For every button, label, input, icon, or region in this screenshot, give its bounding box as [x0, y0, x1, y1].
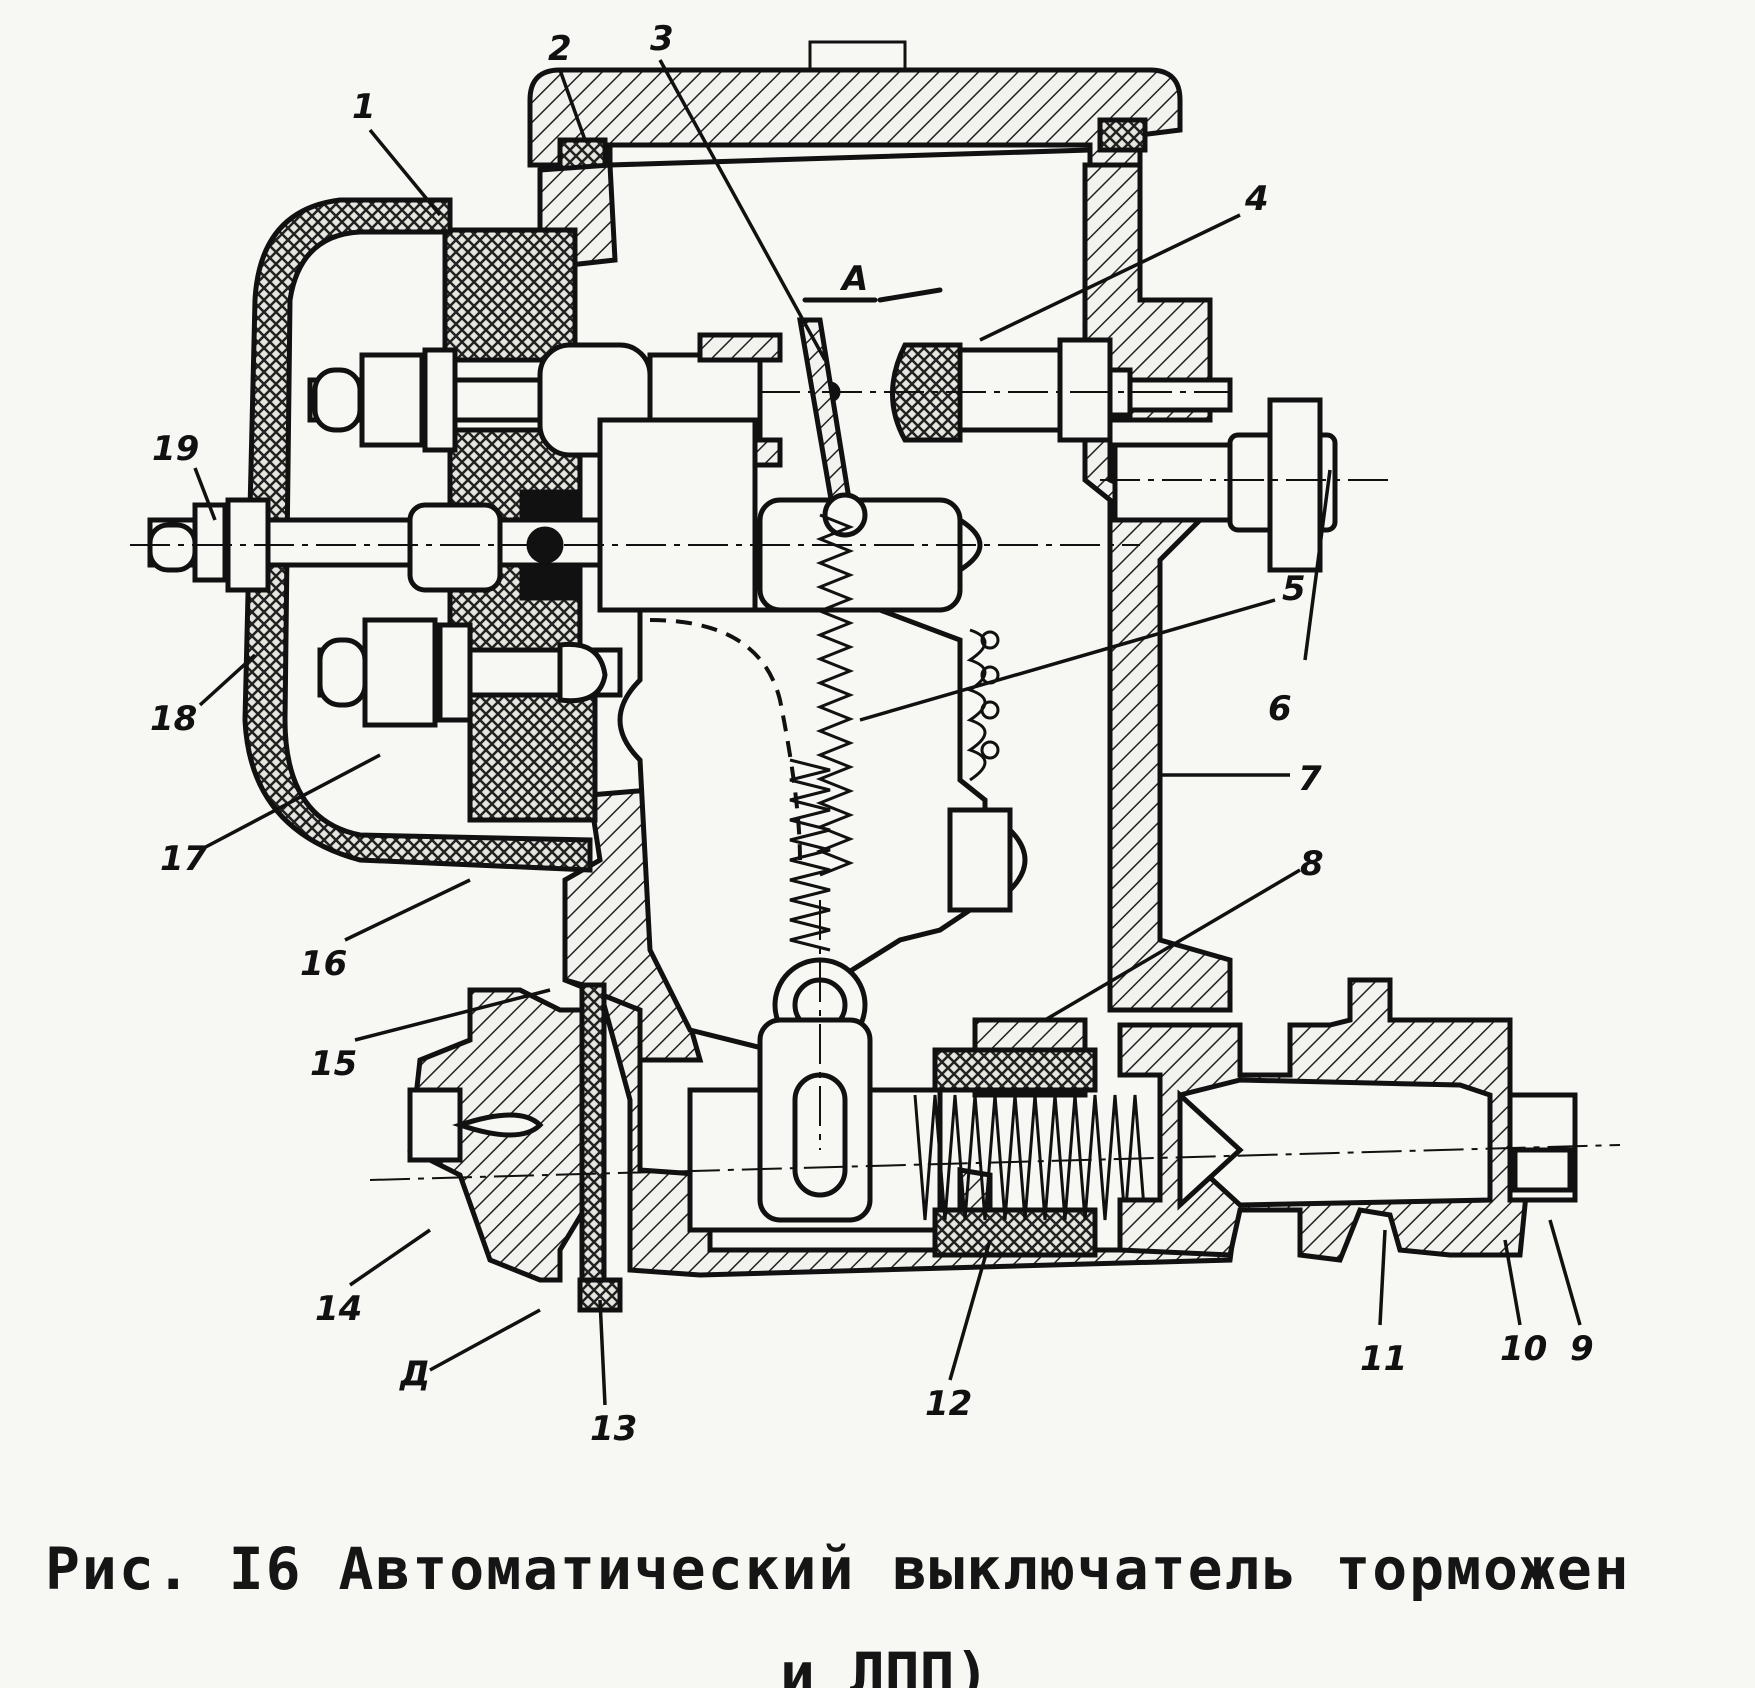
label-14: 14: [315, 1289, 362, 1329]
label-17: 17: [160, 839, 208, 879]
label-10: 10: [1500, 1329, 1547, 1369]
callout-labels: 1 2 3 4 5 6 7 8 9 10 11 12 13 14 15 16 1…: [150, 19, 1594, 1449]
leader-lines: [193, 59, 1582, 1406]
caption-number: I6: [228, 1535, 303, 1603]
label-7: 7: [1298, 759, 1322, 799]
lower-stud: [317, 617, 623, 728]
contact-lever: [797, 287, 1338, 573]
label-8: 8: [1300, 844, 1324, 884]
outer-cap: [242, 197, 593, 873]
label-3: 3: [650, 19, 674, 59]
figure-caption: Рис. I6 Автоматический выключатель торможе…: [45, 1535, 1745, 1603]
axis-lines: [130, 391, 1621, 1181]
label-4: 4: [1244, 179, 1269, 219]
housing-right-wall: [1082, 162, 1233, 1013]
label-12: 12: [925, 1384, 972, 1424]
caption-second-line: и ЛПП): [780, 1645, 990, 1688]
technical-drawing: 1 2 3 4 5 6 7 8 9 10 11 12 13 14 15 16 1…: [130, 19, 1621, 1449]
rocker-and-springs: [617, 513, 1028, 1053]
label-6: 6: [1268, 689, 1292, 729]
label-19: 19: [152, 429, 199, 469]
plunger-assembly: [687, 977, 1578, 1263]
upper-stud: [307, 332, 841, 468]
label-15: 15: [310, 1044, 357, 1084]
label-2: 2: [548, 29, 572, 69]
top-cover: [527, 40, 1183, 173]
label-a: А: [839, 259, 868, 299]
label-13: 13: [590, 1409, 637, 1449]
label-16: 16: [300, 944, 347, 984]
label-9: 9: [1570, 1329, 1594, 1369]
caption-title: Автоматический выключатель торможен: [338, 1535, 1631, 1603]
caption-prefix: Рис.: [45, 1535, 193, 1603]
label-1: 1: [352, 87, 376, 127]
middle-stud: [147, 417, 963, 613]
label-11: 11: [1360, 1339, 1407, 1379]
label-d: Д: [399, 1354, 430, 1394]
label-18: 18: [150, 699, 197, 739]
label-5: 5: [1282, 569, 1306, 609]
